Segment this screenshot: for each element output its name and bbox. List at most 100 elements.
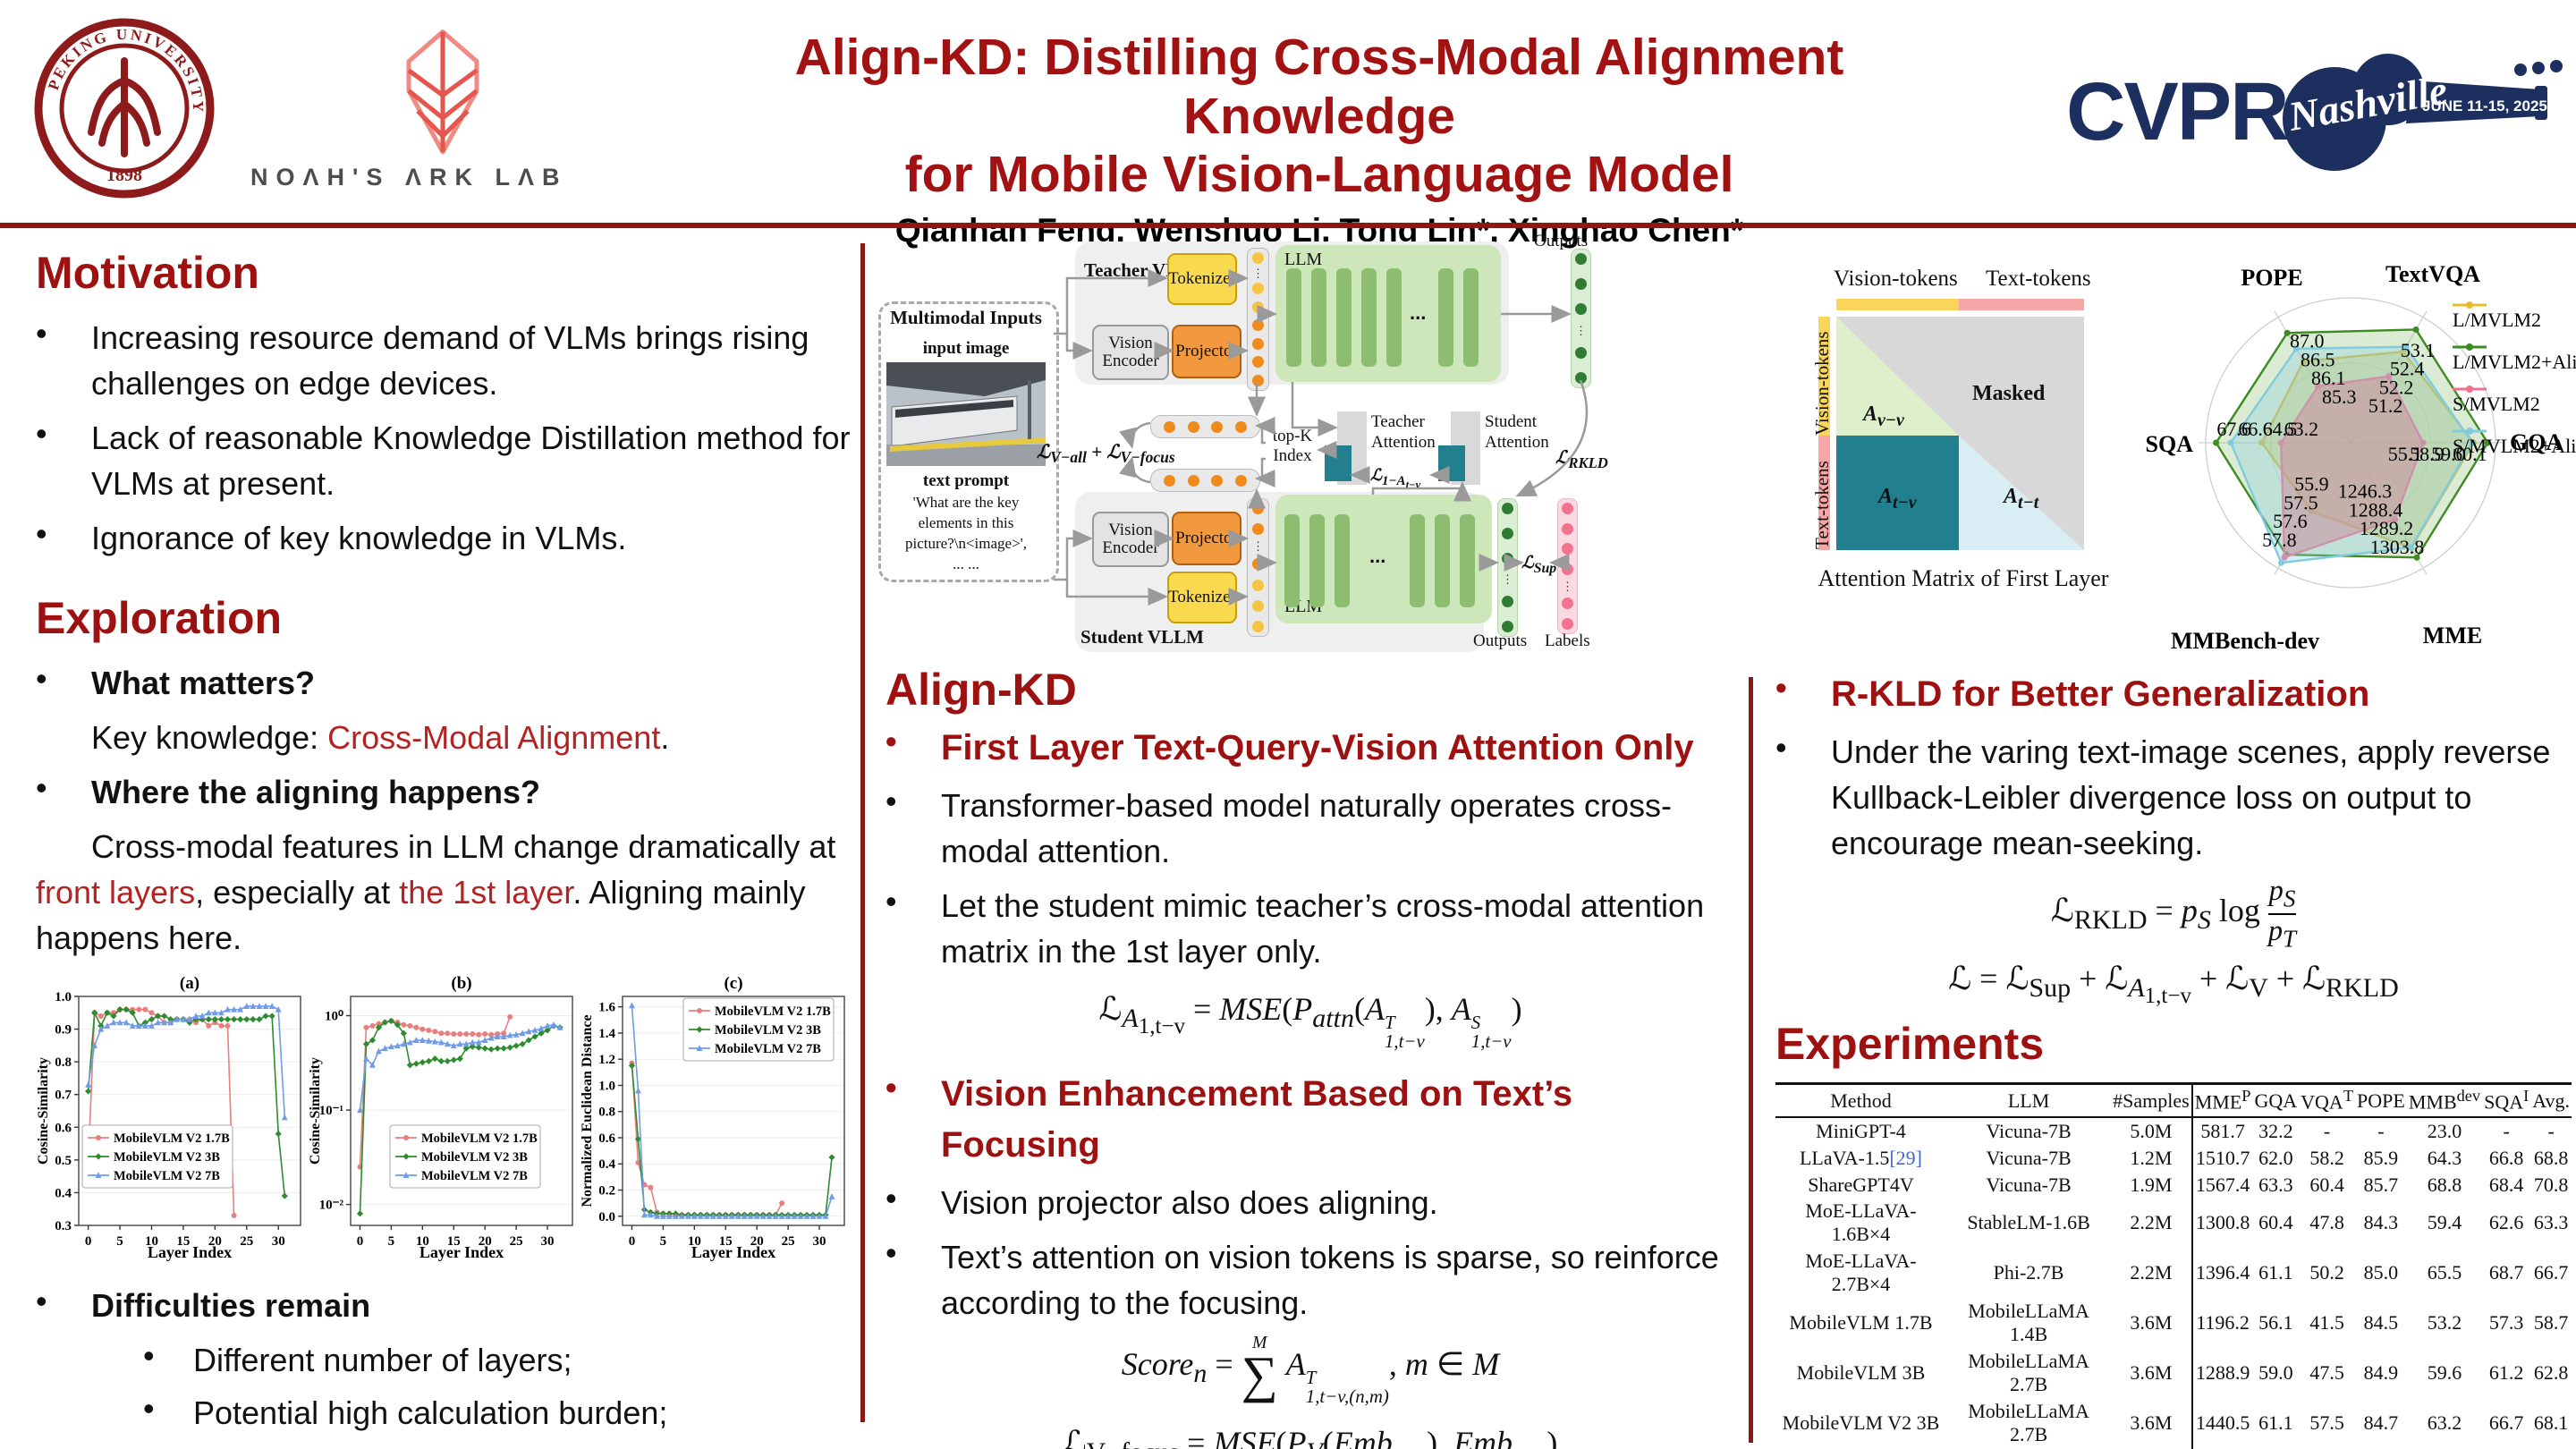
rkld-head: •R-KLD for Better Generalization [1775,669,2572,720]
token-dot [1562,543,1573,555]
llm-layer-bar [1286,268,1301,367]
difficulty-2: •Potential high calculation burden; [143,1390,852,1436]
svg-text:86.1: 86.1 [2311,367,2346,389]
svg-text:MobileVLM V2 3B: MobileVLM V2 3B [715,1023,821,1038]
llm-layer-bar [1335,514,1350,607]
llm-ellipsis: ... [1410,301,1427,324]
bullet-icon: • [36,1283,47,1320]
cvpr-guitar-icon: CVPR Nashville JUNE 11-15, 2025 [2066,54,2563,171]
column-divider-left [860,243,865,1422]
svg-text:1.6: 1.6 [598,1001,615,1015]
svg-text:S/MVLM2+Align-KD: S/MVLM2+Align-KD [2453,435,2576,457]
teacher-llm-label: LLM [1284,250,1323,269]
svg-text:MobileVLM V2 3B: MobileVLM V2 3B [114,1150,220,1165]
svg-text:57.8: 57.8 [2262,529,2297,551]
svg-text:0: 0 [85,1234,92,1249]
token-dot [1575,253,1587,265]
token-dot [1575,303,1587,315]
table-cell: MobileVLM 1.7B [1789,1311,1933,1335]
train-photo-icon [886,362,1046,466]
table-cell: 47.8 [2309,1211,2344,1234]
token-dot [1252,579,1264,591]
table-cell: 65.5 [2427,1261,2462,1284]
svg-text:MobileVLM V2 1.7B: MobileVLM V2 1.7B [715,1004,831,1019]
llm-layer-bar [1463,268,1479,367]
alignkd-b3: •Vision projector also does aligning. [886,1180,1735,1225]
token-dot [1252,599,1264,612]
token-dot [1502,620,1513,632]
token-dot [1575,278,1587,290]
bullet-icon: • [886,1069,897,1106]
table-cell: 57.3 [2488,1311,2524,1335]
table-cell: 2.2M [2130,1211,2173,1234]
svg-text:Layer Index: Layer Index [148,1243,232,1261]
bullet-icon: • [886,1233,897,1271]
svg-text:67.6: 67.6 [2216,418,2251,440]
token-dot [1252,337,1264,350]
table-cell: 2.2M [2130,1261,2173,1284]
svg-text:0.0: 0.0 [598,1210,615,1224]
table-cell: 41.5 [2309,1311,2344,1335]
table-cell: - [2323,1119,2331,1142]
table-cell: MobileLLaMA 2.7B [1968,1350,2089,1396]
text-tokens-col-label: Text-tokens [1986,267,2091,291]
table-cell: 63.3 [2258,1173,2293,1196]
svg-text:0.8: 0.8 [55,1055,72,1070]
noahs-ark-label: NOΛH'S ΛRK LΛB [250,164,568,191]
table-cell: 1196.2 [2190,1298,2253,1349]
ellipsis-dots: ⋮ [1252,539,1264,554]
token-dot [1562,522,1573,535]
svg-text:5: 5 [388,1234,395,1249]
svg-text:(a): (a) [180,975,199,993]
svg-text:85.3: 85.3 [2322,386,2357,408]
motivation-heading: Motivation [36,248,259,298]
svg-text:55.9: 55.9 [2294,473,2329,496]
table-cell: LLaVA-1.5[29] [1799,1146,1923,1169]
method-overview-diagram: Multimodal Inputs input image text promp… [872,232,1767,659]
bullet-icon: • [36,659,47,697]
a-vv-label: Av−v [1863,402,1904,430]
front-layers-highlight: front layers [36,873,196,911]
peking-university-seal-icon: PEKING UNIVERSITY 1898 [34,18,215,199]
table-cell: 84.7 [2363,1411,2399,1435]
svg-text:51.2: 51.2 [2368,394,2403,417]
table-header: #Samples [2111,1083,2192,1118]
svg-text:55.1: 55.1 [2388,443,2423,465]
benchmark-radar-chart: 87.086.586.185.353.152.452.251.260.159.0… [2146,261,2576,654]
llm-layer-bar [1386,268,1402,367]
bullet-icon: • [36,768,47,806]
llm-layer-bar [1435,514,1450,607]
table-cell: 66.7 [2533,1261,2569,1284]
table-cell: - [2503,1119,2510,1142]
table-cell: 84.3 [2363,1211,2399,1234]
table-cell: 3.6M [2130,1311,2173,1335]
attention-matrix-caption: Attention Matrix of First Layer [1818,565,2109,591]
table-cell: 84.5 [2363,1311,2399,1335]
svg-text:Normalized Euclidean Distance: Normalized Euclidean Distance [580,1015,595,1208]
vfocus-loss-formula: ℒV−focus = MSE(PV(EmbTIdxK), EmbSIdxK) [1063,1425,1558,1449]
svg-text:25: 25 [240,1234,253,1249]
bullet-icon: • [36,315,47,352]
svg-text:10: 10 [416,1234,429,1249]
flow-arrow [1371,481,1471,502]
table-cell: 85.9 [2363,1146,2399,1169]
table-cell: MobileLLaMA 1.4B [1968,1300,2089,1346]
token-dot [1252,356,1264,369]
teacher-tokenizer-box: Tokenizer [1167,253,1237,305]
table-cell: 59.0 [2258,1361,2293,1385]
first-layer-highlight: the 1st layer [399,873,573,911]
svg-text:53.1: 53.1 [2401,339,2436,361]
motivation-bullet-2: •Lack of reasonable Knowledge Distillati… [36,415,852,506]
table-cell: 60.4 [2309,1173,2344,1196]
ellipsis-dots: ⋮ [1562,579,1573,593]
table-cell: 1288.9 [2190,1348,2253,1399]
table-cell: 581.7 [2190,1116,2253,1145]
student-llm-layers: ... [1275,495,1492,623]
table-cell: 85.7 [2363,1173,2399,1196]
